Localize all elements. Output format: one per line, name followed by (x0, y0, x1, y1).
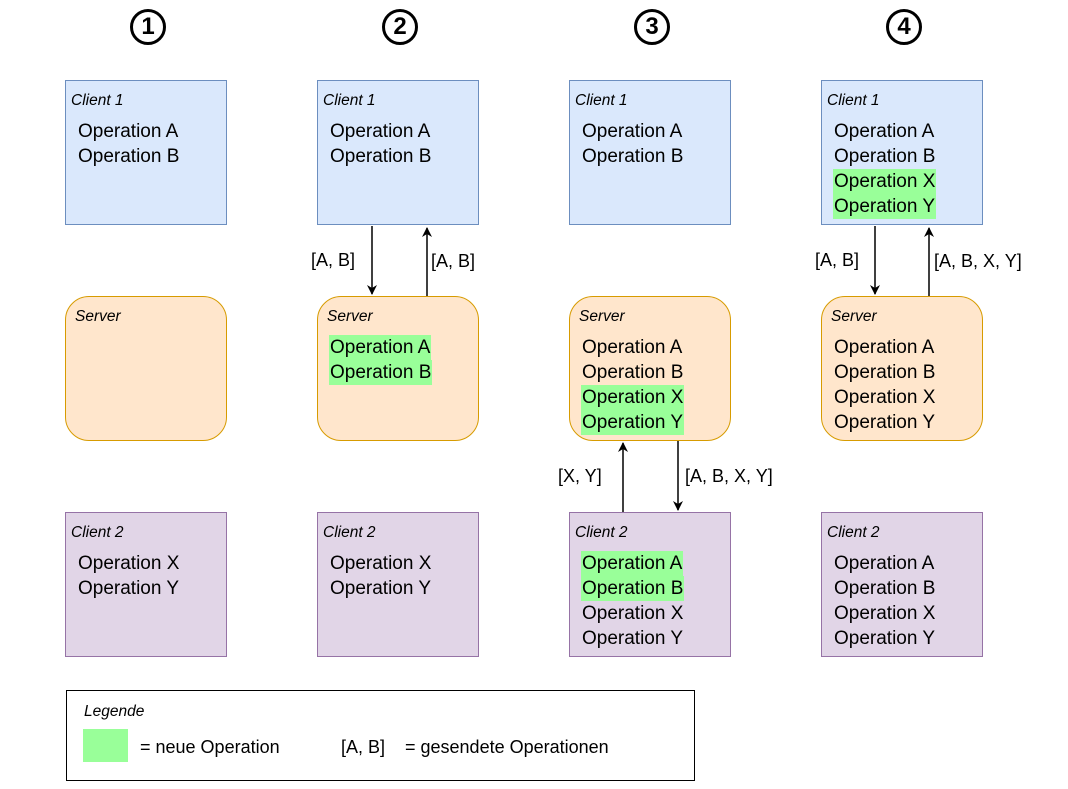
step2-client2-box: Client 2 Operation X Operation Y (317, 512, 479, 657)
box-title: Client 1 (71, 92, 124, 109)
step-number-4: 4 (886, 9, 922, 45)
step-number-1: 1 (130, 9, 166, 45)
step2-client1-box: Client 1 Operation A Operation B (317, 80, 479, 225)
operation-item: Operation B (330, 146, 432, 167)
operation-item-new: Operation X (833, 169, 937, 194)
operation-item-new: Operation B (329, 360, 433, 385)
step3-arrow-up-label: [X, Y] (558, 466, 602, 486)
operation-list: Operation A Operation B (329, 119, 432, 169)
operation-item: Operation A (78, 121, 179, 142)
operation-item: Operation A (330, 121, 431, 142)
operation-item: Operation A (582, 337, 683, 358)
operation-item: Operation A (834, 121, 935, 142)
operation-item: Operation B (834, 362, 936, 383)
legend-title: Legende (84, 703, 145, 720)
step2-arrow-up-label: [A, B] (431, 251, 476, 271)
step2-arrow-down-label: [A, B] (311, 250, 356, 270)
box-title: Client 2 (323, 524, 376, 541)
box-title: Client 2 (827, 524, 880, 541)
legend-sent-text: = gesendete Operationen (405, 737, 609, 757)
operation-item: Operation Y (582, 628, 684, 649)
legend-box: Legende = neue Operation [A, B] = gesend… (66, 690, 695, 781)
operation-list: Operation A Operation B Operation X Operati… (833, 551, 936, 651)
operation-item: Operation X (834, 603, 936, 624)
operation-item-new: Operation A (329, 335, 432, 360)
operation-item: Operation X (582, 603, 684, 624)
operation-item: Operation X (78, 553, 180, 574)
box-title: Client 1 (827, 92, 880, 109)
step1-server-box: Server (65, 296, 227, 441)
operation-list: Operation A Operation B Operation X Operati… (833, 335, 936, 435)
operation-item: Operation Y (330, 578, 432, 599)
legend-new-operation-text: = neue Operation (140, 737, 280, 757)
operation-item: Operation B (582, 362, 684, 383)
operation-item-new: Operation Y (833, 194, 937, 219)
operation-item: Operation A (582, 121, 683, 142)
operation-list: Operation A Operation B (77, 119, 180, 169)
operation-item: Operation Y (78, 578, 180, 599)
box-title: Server (327, 308, 373, 325)
step1-client1-box: Client 1 Operation A Operation B (65, 80, 227, 225)
operation-item: Operation A (834, 553, 935, 574)
legend-new-operation-swatch (83, 729, 128, 762)
operation-item: Operation Y (834, 628, 936, 649)
box-title: Client 1 (323, 92, 376, 109)
legend-sent-example: [A, B] (341, 737, 386, 757)
step4-server-box: Server Operation A Operation B Operation X… (821, 296, 983, 441)
step-number-2: 2 (382, 9, 418, 45)
box-title: Server (831, 308, 877, 325)
operation-item: Operation B (78, 146, 180, 167)
operation-item-new: Operation B (581, 576, 685, 601)
step3-arrow-down-label: [A, B, X, Y] (685, 466, 773, 486)
operation-item: Operation A (834, 337, 935, 358)
operation-item: Operation B (834, 146, 936, 167)
box-title: Server (579, 308, 625, 325)
operation-item: Operation B (582, 146, 684, 167)
box-title: Server (75, 308, 121, 325)
operation-item: Operation X (834, 387, 936, 408)
operation-item-new: Operation A (581, 551, 684, 576)
box-title: Client 1 (575, 92, 628, 109)
step4-arrow-up-label: [A, B, X, Y] (934, 251, 1022, 271)
step4-arrow-down-label: [A, B] (815, 250, 860, 270)
operation-list: Operation X Operation Y (329, 551, 432, 601)
operation-item: Operation X (330, 553, 432, 574)
step1-client2-box: Client 2 Operation X Operation Y (65, 512, 227, 657)
operation-list: Operation X Operation Y (77, 551, 180, 601)
step-number-3: 3 (634, 9, 670, 45)
operation-item-new: Operation X (581, 385, 685, 410)
operation-list: Operation A Operation B (581, 119, 684, 169)
box-title: Client 2 (71, 524, 124, 541)
step3-client1-box: Client 1 Operation A Operation B (569, 80, 731, 225)
operation-item: Operation B (834, 578, 936, 599)
box-title: Client 2 (575, 524, 628, 541)
operation-item: Operation Y (834, 412, 936, 433)
operation-item-new: Operation Y (581, 410, 685, 435)
